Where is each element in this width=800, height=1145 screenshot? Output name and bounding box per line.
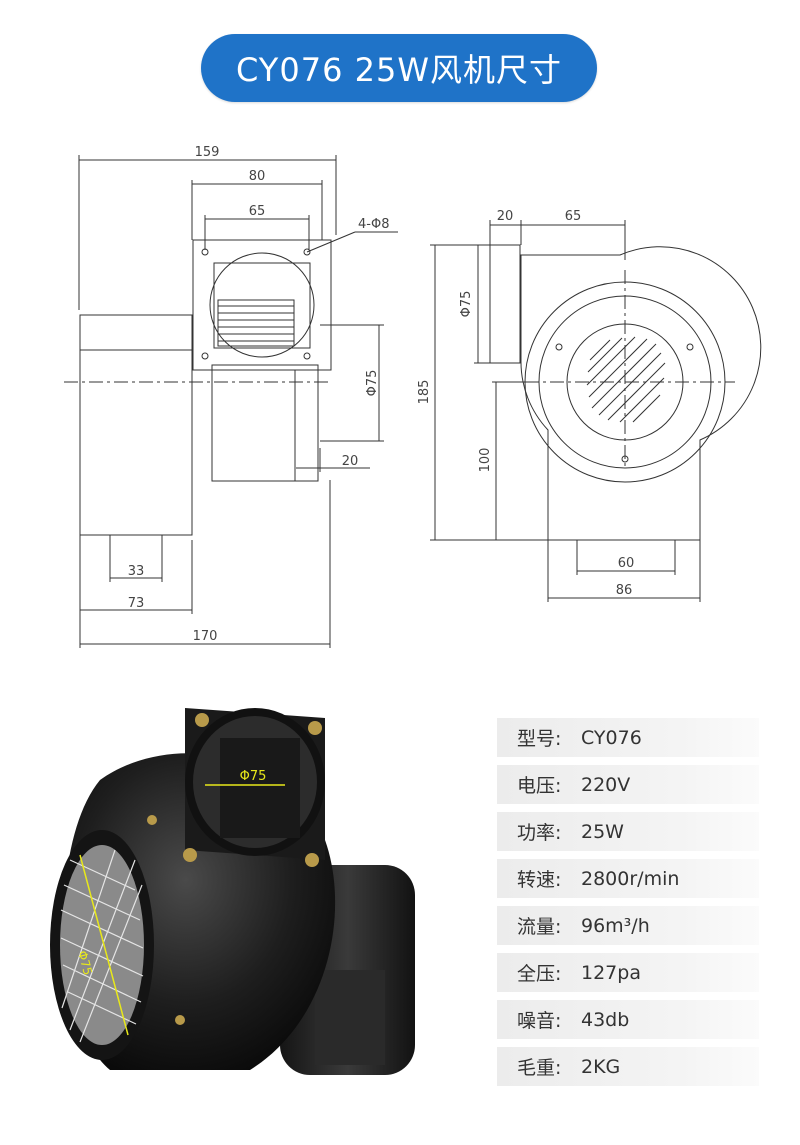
title-banner: CY076 25W风机尺寸 xyxy=(201,34,597,102)
dim-185: 185 xyxy=(417,380,432,405)
dim-20-side: 20 xyxy=(342,454,359,469)
spec-value: 220V xyxy=(581,773,631,796)
spec-value: CY076 xyxy=(581,726,642,749)
dim-65-side: 65 xyxy=(249,204,266,219)
dim-33: 33 xyxy=(128,564,145,579)
spec-value: 2KG xyxy=(581,1055,621,1078)
spec-row-power: 功率: 25W xyxy=(497,812,759,851)
spec-label: 流量: xyxy=(517,916,562,938)
spec-value: 96m³/h xyxy=(581,914,650,937)
dimension-drawing: 159 80 65 4-Φ8 Φ75 20 33 73 170 20 65 Φ7… xyxy=(64,145,762,648)
spec-row-flow: 流量: 96m³/h xyxy=(497,906,759,945)
spec-value: 25W xyxy=(581,820,624,843)
dim-170: 170 xyxy=(193,629,218,644)
spec-value: 2800r/min xyxy=(581,867,680,890)
page-title: CY076 25W风机尺寸 xyxy=(236,51,562,89)
spec-row-weight: 毛重: 2KG xyxy=(497,1047,759,1086)
dim-65-front: 65 xyxy=(565,209,582,224)
dim-159: 159 xyxy=(195,145,220,160)
spec-row-model: 型号: CY076 xyxy=(497,718,759,757)
spec-label: 型号: xyxy=(517,728,562,750)
dim-100: 100 xyxy=(478,448,493,473)
dim-60: 60 xyxy=(618,556,635,571)
outlet-diameter-label: Φ75 xyxy=(240,769,267,784)
dim-73: 73 xyxy=(128,596,145,611)
dim-holes: 4-Φ8 xyxy=(358,217,389,232)
spec-value: 43db xyxy=(581,1008,630,1031)
spec-label: 转速: xyxy=(517,869,562,891)
spec-row-voltage: 电压: 220V xyxy=(497,765,759,804)
inlet-diameter-label: Φ75 xyxy=(75,949,95,977)
spec-label: 噪音: xyxy=(517,1010,562,1032)
spec-label: 功率: xyxy=(517,822,562,844)
spec-row-noise: 噪音: 43db xyxy=(497,1000,759,1039)
spec-label: 电压: xyxy=(517,775,562,797)
spec-label: 毛重: xyxy=(517,1057,562,1079)
dim-86: 86 xyxy=(616,583,633,598)
dim-20-front: 20 xyxy=(497,209,514,224)
spec-table: 型号: CY076 电压: 220V 功率: 25W 转速: 2800r/min… xyxy=(497,718,759,1094)
spec-row-pressure: 全压: 127pa xyxy=(497,953,759,992)
spec-label: 全压: xyxy=(517,963,562,985)
dim-phi75-side: Φ75 xyxy=(365,370,380,397)
dim-phi75-front: Φ75 xyxy=(459,291,474,318)
dim-80: 80 xyxy=(249,169,266,184)
fan-photo: Φ75 Φ75 xyxy=(50,708,415,1075)
spec-value: 127pa xyxy=(581,961,641,984)
spec-row-speed: 转速: 2800r/min xyxy=(497,859,759,898)
